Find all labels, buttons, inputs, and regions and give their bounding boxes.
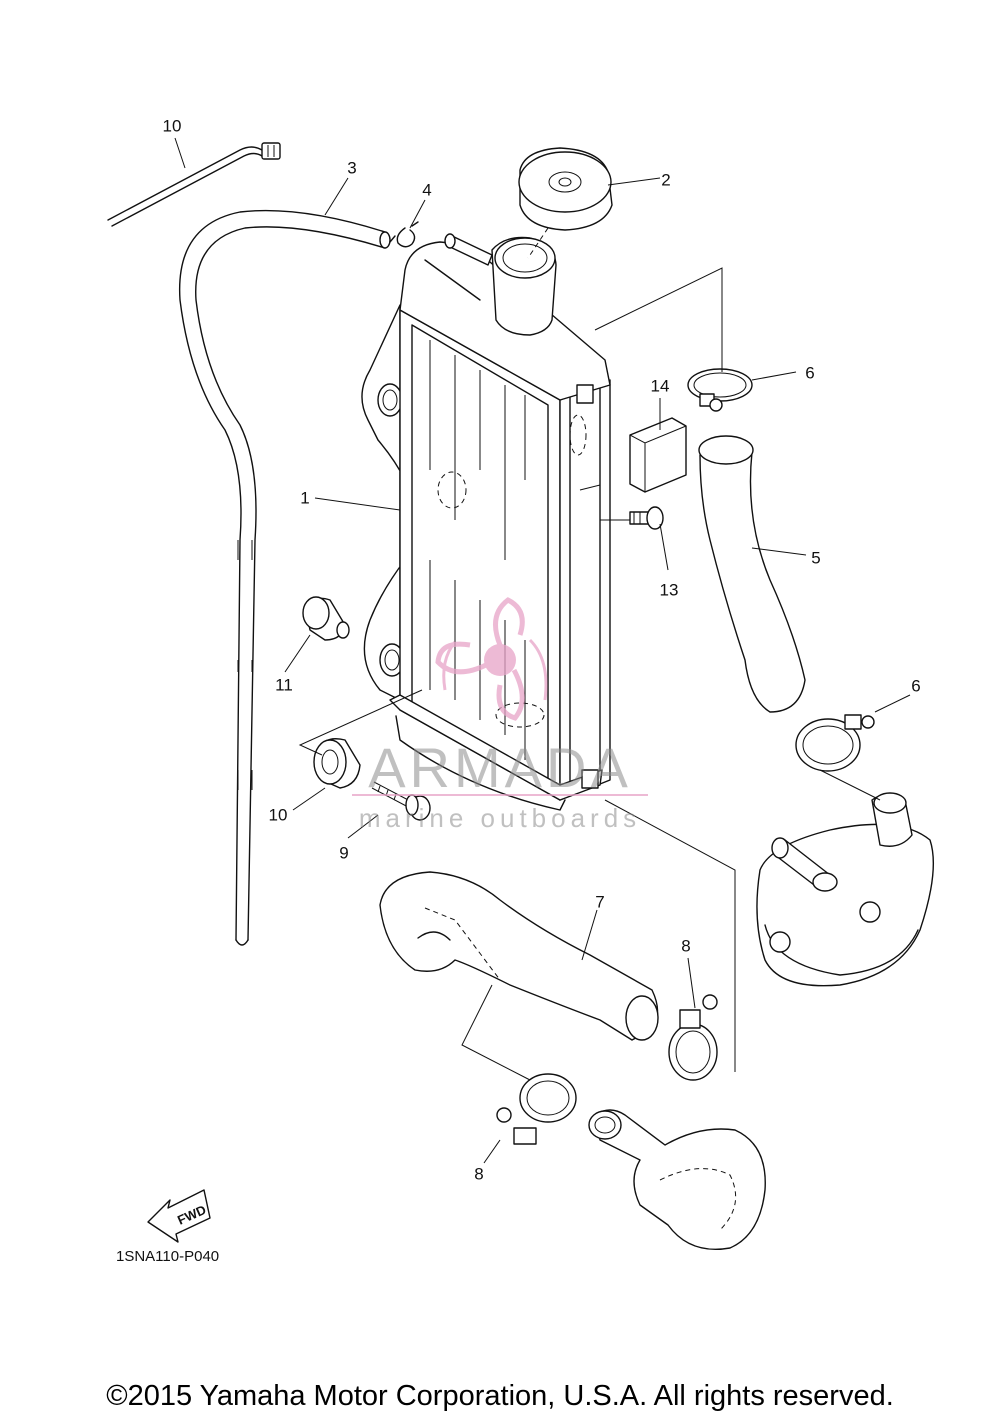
water-pump-cover-reference [588,1109,766,1250]
callout-10: 10 [268,805,288,825]
callout-11: 11 [275,675,293,695]
callout-6-lower: 6 [911,676,921,696]
callout-1: 1 [300,488,310,508]
part-13-bolt [629,506,664,530]
part-7-lower-hose [379,871,659,1041]
callout-4: 4 [422,180,432,200]
callout-8-left: 8 [474,1164,484,1184]
cylinder-head-reference [756,792,934,987]
part-6-lower-hose-clamp [795,714,875,772]
part-2-radiator-cap [518,147,613,259]
callout-9: 9 [339,843,349,863]
callout-14: 14 [650,376,670,396]
callout-3: 3 [347,158,357,178]
part-4-hose-clip [389,221,419,248]
callout-12: 10 [162,116,182,136]
callout-8-right: 8 [681,936,691,956]
watermark-logo [352,597,648,796]
part-1-radiator [361,233,611,811]
watermark-subtitle: marine outboards [358,803,642,833]
part-12-sensor-lead [107,142,281,227]
fwd-arrow: FWD [147,1189,211,1243]
drawing-code: 1SNA110-P040 [116,1248,220,1265]
callout-7: 7 [595,892,605,912]
part-6-upper-hose-clamp [687,368,753,412]
part-8-clamp-left [496,1073,577,1145]
part-10-mount-grommet [313,738,361,789]
part-14-damper [629,417,687,493]
copyright-notice: ©2015 Yamaha Motor Corporation, U.S.A. A… [106,1380,894,1412]
part-5-upper-hose [698,435,806,713]
part-8-clamp-right [668,994,718,1081]
callout-6-upper: 6 [805,363,815,383]
leader-lines [174,137,911,1164]
part-9-bolt [371,781,431,821]
callout-5: 5 [811,548,821,568]
part-11-grommet [302,596,350,641]
callout-13: 13 [659,580,679,600]
callout-2: 2 [661,170,671,190]
watermark-title: ARMADA [368,736,632,799]
part-3-breather-hose [178,209,391,946]
